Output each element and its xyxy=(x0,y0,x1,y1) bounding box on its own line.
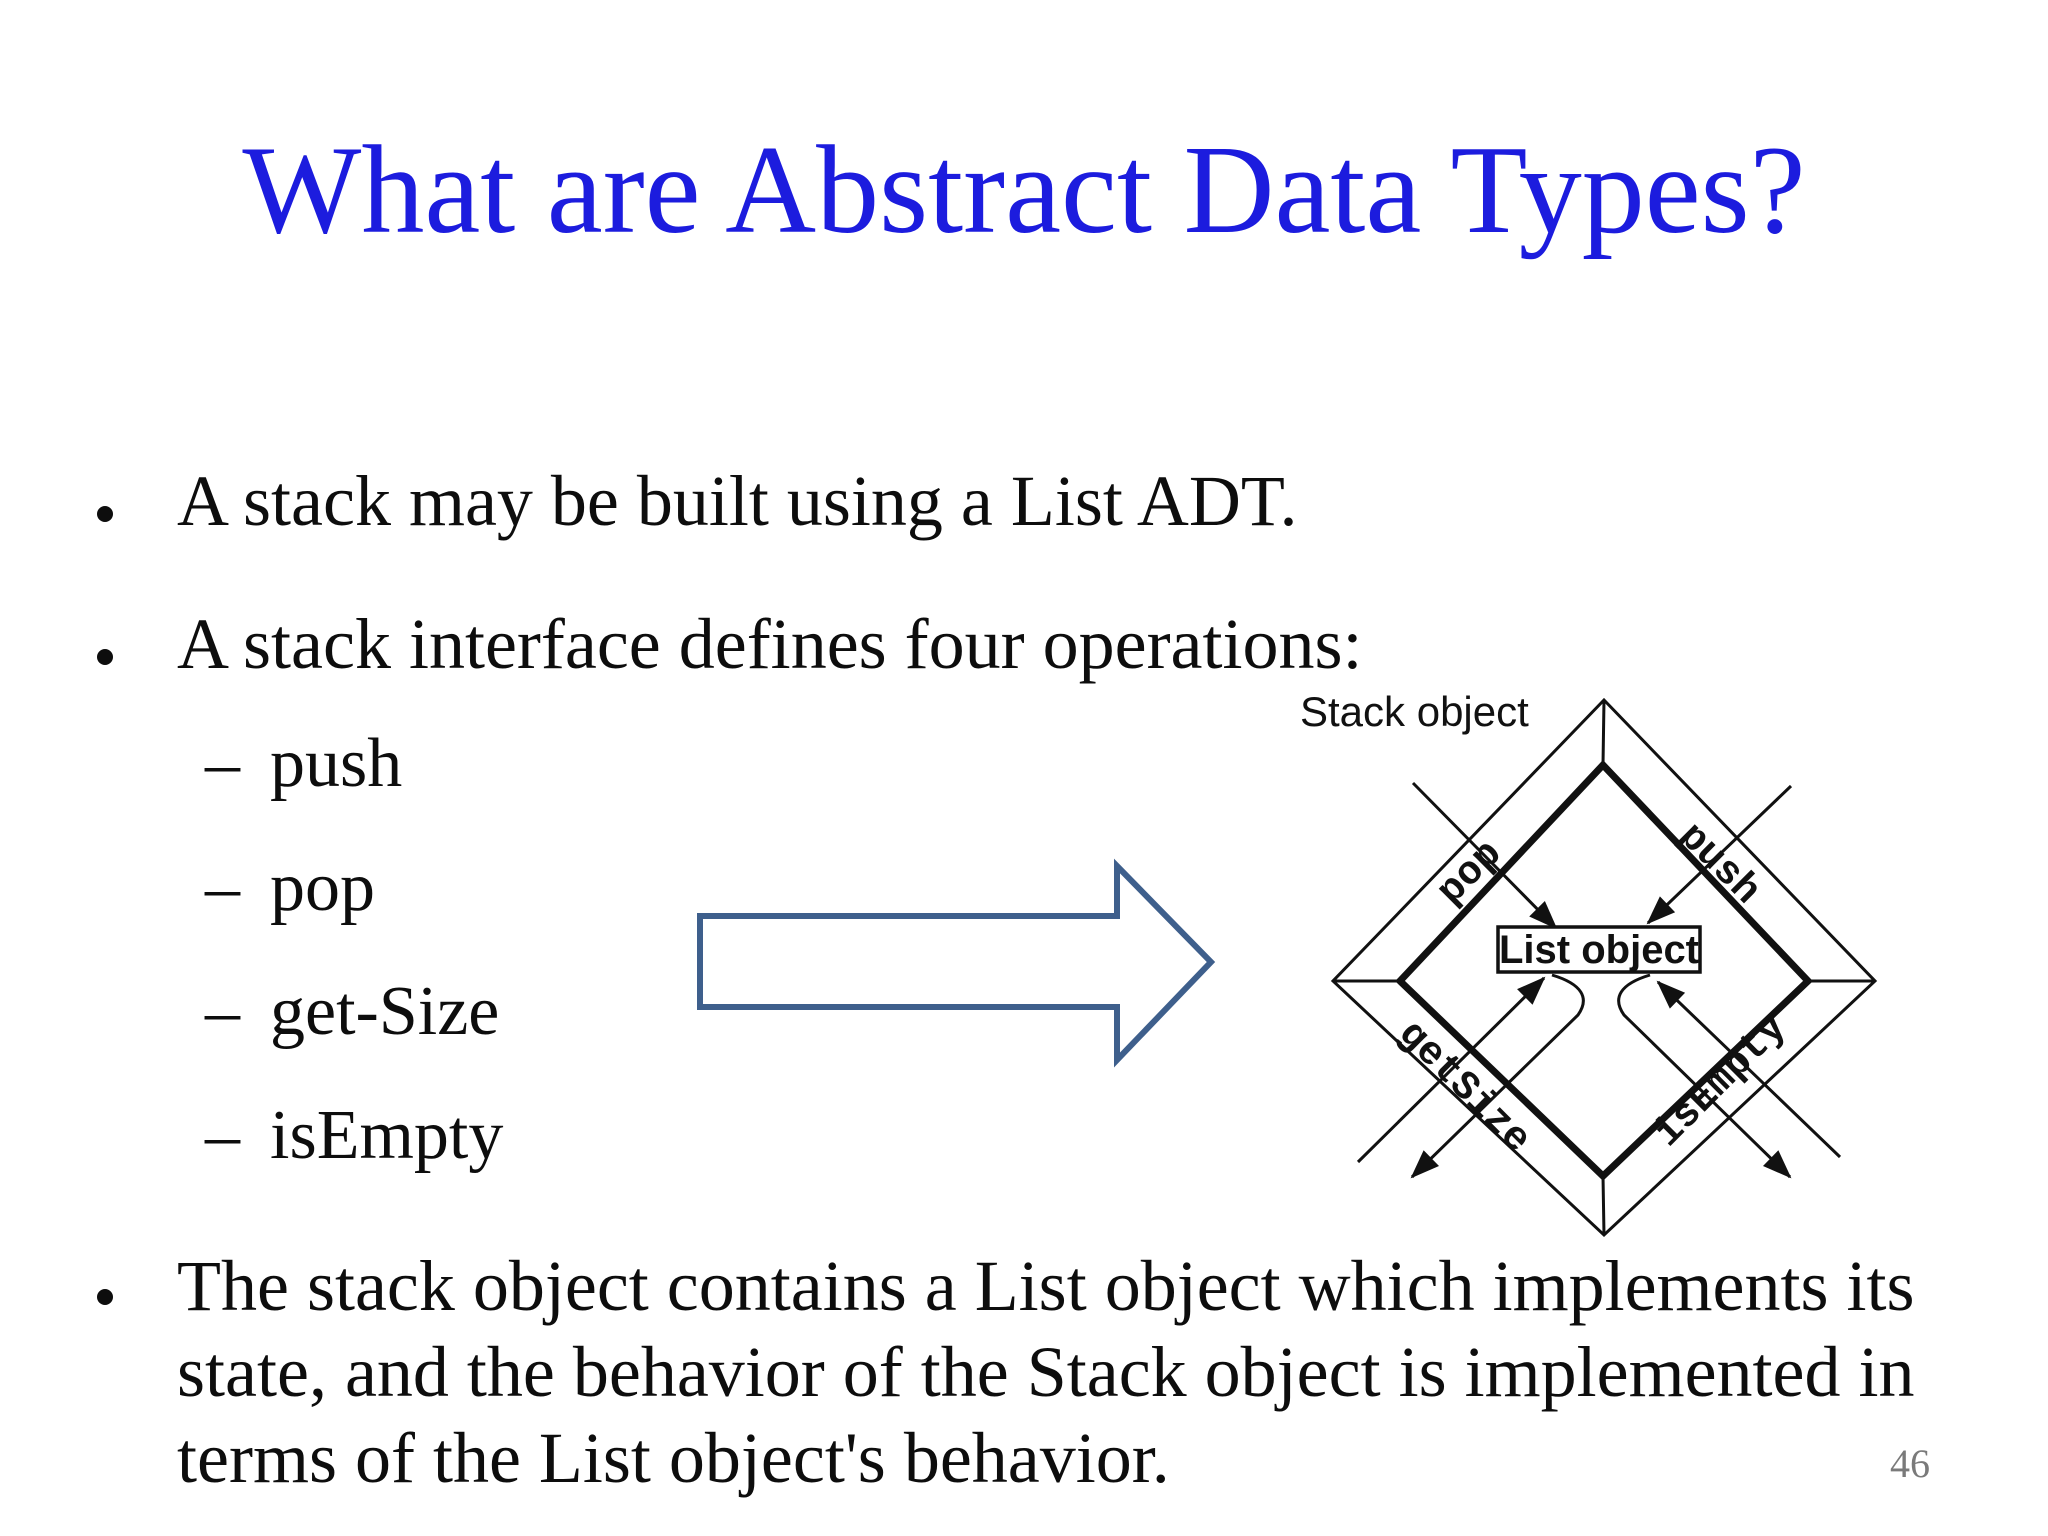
bullet-marker xyxy=(97,506,113,522)
sub-bullet-item-pop: –pop xyxy=(205,853,375,923)
getsize-return-arrow xyxy=(1410,973,1585,1179)
push-call-arrow xyxy=(1646,784,1793,925)
diamond-corner-bevels xyxy=(1333,699,1875,1236)
dash-marker: – xyxy=(205,1097,240,1174)
page-number: 46 xyxy=(1890,1441,1930,1486)
slide-title: What are Abstract Data Types? xyxy=(242,121,1806,260)
sub-bullet-item-is-empty: –isEmpty xyxy=(205,1101,503,1171)
sub-bullet-label: pop xyxy=(270,849,375,926)
list-object-box xyxy=(1496,925,1702,974)
right-arrow-shape xyxy=(697,858,1216,1068)
sub-bullet-item-push: –push xyxy=(205,729,402,799)
bullet-marker xyxy=(97,1289,113,1305)
isempty-call-arrow xyxy=(1656,980,1842,1159)
list-object-label: List object xyxy=(1499,928,1699,972)
closing-line: state, and the behavior of the Stack obj… xyxy=(177,1332,1915,1412)
closing-line: The stack object contains a List object … xyxy=(177,1246,1915,1326)
stack-object-label: Stack object xyxy=(1300,688,1529,735)
sub-bullet-label: isEmpty xyxy=(270,1097,504,1174)
bullet-marker xyxy=(97,649,113,665)
sub-bullet-label: get-Size xyxy=(270,973,500,1050)
sub-bullet-item-get-size: –get-Size xyxy=(205,977,499,1047)
isempty-return-arrow xyxy=(1617,973,1792,1179)
pop-call-arrow xyxy=(1411,781,1558,930)
bullet-item: A stack interface defines four operation… xyxy=(177,604,1363,684)
bullet-item: A stack may be built using a List ADT. xyxy=(177,461,1298,541)
dash-marker: – xyxy=(205,849,240,926)
sub-bullet-label: push xyxy=(270,725,403,802)
closing-line: terms of the List object's behavior. xyxy=(177,1418,1170,1498)
bullet-item: The stack object contains a List object … xyxy=(177,1243,1915,1501)
getsize-call-arrow xyxy=(1356,976,1546,1164)
dash-marker: – xyxy=(205,973,240,1050)
dash-marker: – xyxy=(205,725,240,802)
